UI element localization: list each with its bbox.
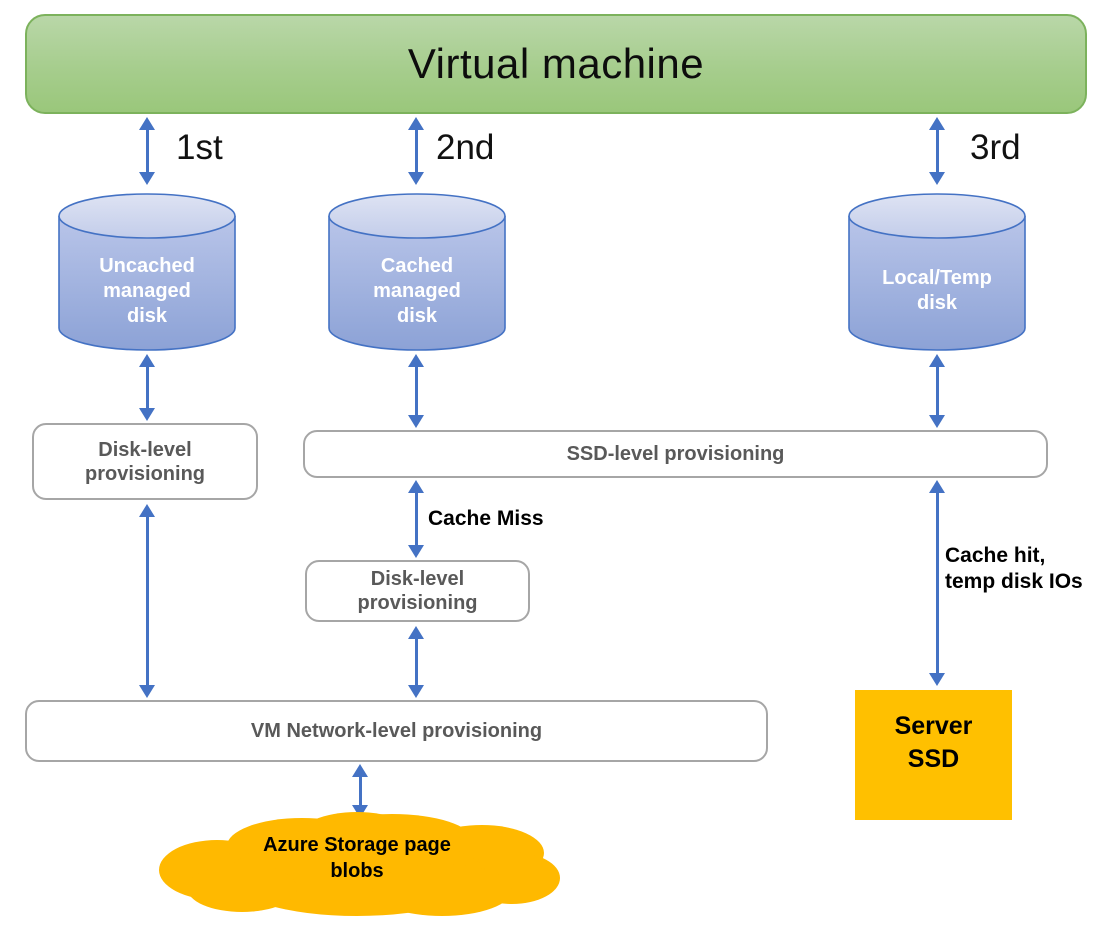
disk-cylinder-icon [58, 193, 236, 351]
arrow-disk-level-mid-to-vm-network [414, 639, 418, 685]
cloud-icon [159, 812, 560, 916]
arrow-disk-level-left-to-vm-network [145, 517, 149, 685]
arrow-cached-disk-to-ssd-level [414, 367, 418, 415]
arrow-ssd-level-to-server-ssd [935, 493, 939, 673]
disk-level-provisioning-left-box: Disk-level provisioning [32, 423, 258, 500]
rank-label-1st: 1st [176, 128, 223, 167]
disk-level-provisioning-mid-box: Disk-level provisioning [305, 560, 530, 622]
arrow-ssd-level-to-disk-level-cache-miss [414, 493, 418, 545]
arrow-local-temp-disk-to-ssd-level [935, 367, 939, 415]
virtual-machine-label: Virtual machine [407, 40, 705, 87]
arrow-uncached-disk-to-disk-level [145, 367, 149, 408]
rank-label-3rd: 3rd [970, 128, 1021, 167]
arrow-vm-to-local-temp-disk [935, 130, 939, 172]
arrow-vm-to-uncached-disk [145, 130, 149, 172]
disk-cylinder-icon [848, 193, 1026, 351]
uncached-managed-disk-cylinder: Uncached managed disk [57, 192, 237, 352]
azure-storage-cloud: Azure Storage page blobs [152, 808, 562, 920]
virtual-machine-box: Virtual machine [25, 14, 1087, 114]
azure-storage-label: Azure Storage page blobs [263, 834, 451, 882]
server-ssd-box: Server SSD [855, 690, 1012, 820]
vm-network-level-provisioning-box: VM Network-level provisioning [25, 700, 768, 762]
uncached-managed-disk-label: Uncached managed disk [99, 254, 195, 327]
cached-managed-disk-label: Cached managed disk [373, 254, 461, 327]
disk-cylinder-icon [328, 193, 506, 351]
arrow-vm-to-cached-disk [414, 130, 418, 172]
local-temp-disk-label: Local/Temp disk [882, 267, 992, 314]
rank-label-2nd: 2nd [436, 128, 495, 167]
cached-managed-disk-cylinder: Cached managed disk [327, 192, 507, 352]
arrow-vm-network-to-azure-storage [358, 777, 362, 805]
ssd-level-provisioning-box: SSD-level provisioning [303, 430, 1048, 478]
cache-miss-label: Cache Miss [428, 507, 544, 530]
cache-hit-label: Cache hit, temp disk IOs [945, 544, 1083, 594]
local-temp-disk-cylinder: Local/Temp disk [847, 192, 1027, 352]
